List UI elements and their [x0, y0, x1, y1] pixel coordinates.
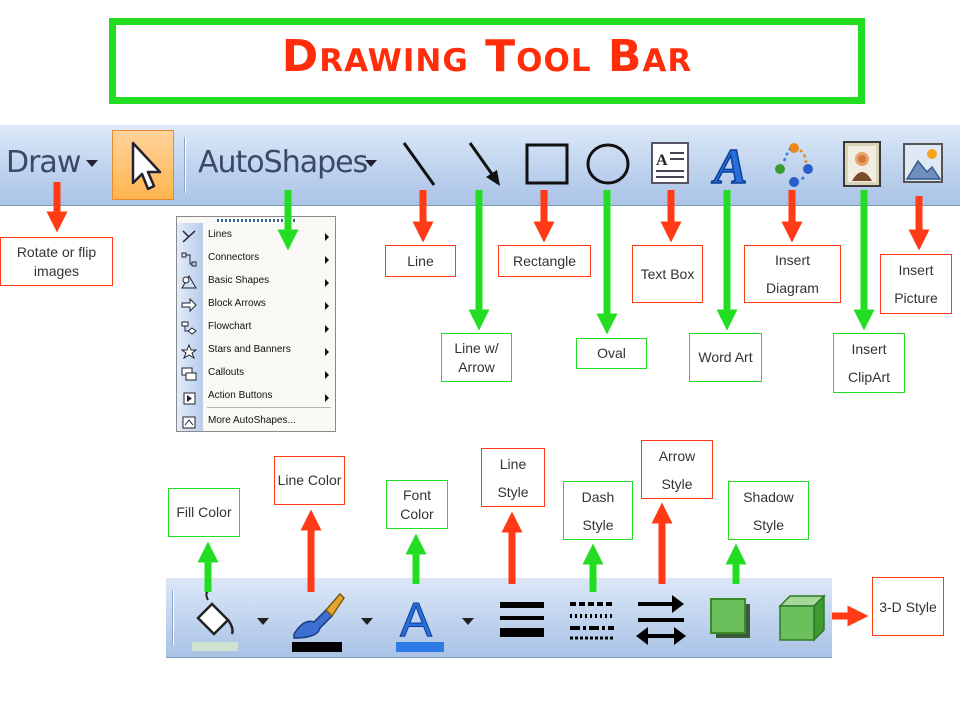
- label-word-art: Word Art: [689, 333, 762, 382]
- rectangle-icon[interactable]: [524, 141, 570, 187]
- draw-menu-button[interactable]: Draw: [6, 145, 81, 180]
- label-line-color: Line Color: [274, 456, 345, 505]
- menu-item-label: Callouts: [208, 367, 245, 378]
- flowchart-icon: [181, 321, 197, 335]
- svg-text:A: A: [711, 138, 747, 191]
- menu-item-connectors[interactable]: Connectors: [177, 248, 335, 271]
- label-line-with-arrow: Line w/ Arrow: [441, 333, 512, 382]
- more-autoshapes-icon: [182, 416, 196, 429]
- menu-item-label: Connectors: [208, 252, 260, 263]
- menu-item-label: Lines: [208, 229, 232, 240]
- dash-style-icon[interactable]: [566, 596, 618, 644]
- menu-item-basic-shapes[interactable]: Basic Shapes: [177, 271, 335, 294]
- action-buttons-icon: [183, 392, 196, 405]
- label-fill-color: Fill Color: [168, 488, 240, 537]
- chevron-down-icon[interactable]: [365, 160, 377, 167]
- label-rotate-flip: Rotate or flip images: [0, 237, 113, 286]
- connectors-icon: [181, 252, 197, 267]
- toolbar-separator: [184, 137, 186, 193]
- menu-divider: [207, 407, 331, 408]
- label-insert-clipart: Insert ClipArt: [833, 333, 905, 393]
- line-color-dropdown[interactable]: [361, 618, 373, 625]
- menu-item-stars-and-banners[interactable]: Stars and Banners: [177, 340, 335, 363]
- submenu-arrow-icon: [325, 371, 329, 379]
- submenu-arrow-icon: [325, 325, 329, 333]
- svg-text:A: A: [400, 594, 432, 647]
- label-shadow-style: Shadow Style: [728, 481, 809, 540]
- chevron-down-icon[interactable]: [86, 160, 98, 167]
- submenu-arrow-icon: [325, 233, 329, 241]
- label-dash-style: Dash Style: [563, 481, 633, 540]
- menu-item-flowchart[interactable]: Flowchart: [177, 317, 335, 340]
- autoshapes-menu: Lines Connectors Basic Shapes Block Arro…: [176, 216, 336, 432]
- svg-text:A: A: [656, 152, 668, 169]
- arrow-style-icon[interactable]: [634, 592, 688, 648]
- menu-item-lines[interactable]: Lines: [177, 225, 335, 248]
- font-color-icon[interactable]: A: [394, 588, 446, 654]
- arrow-icon[interactable]: [464, 139, 506, 189]
- block-arrows-icon: [181, 298, 197, 313]
- picture-icon[interactable]: [900, 139, 946, 189]
- wordart-icon[interactable]: A: [710, 135, 754, 191]
- label-line-style: Line Style: [481, 448, 545, 507]
- select-pointer-icon: [131, 141, 162, 191]
- submenu-arrow-icon: [325, 394, 329, 402]
- page-title: Drawing Tool Bar: [281, 31, 693, 82]
- font-color-dropdown[interactable]: [462, 618, 474, 625]
- menu-item-action-buttons[interactable]: Action Buttons: [177, 386, 335, 409]
- menu-item-label: Flowchart: [208, 321, 252, 332]
- label-insert-picture: Insert Picture: [880, 254, 952, 314]
- label-3d-style: 3-D Style: [872, 577, 944, 636]
- menu-item-more-autoshapes[interactable]: More AutoShapes...: [177, 411, 335, 434]
- lines-icon: [182, 230, 196, 243]
- menu-item-callouts[interactable]: Callouts: [177, 363, 335, 386]
- menu-item-label: Basic Shapes: [208, 275, 270, 286]
- submenu-arrow-icon: [325, 256, 329, 264]
- callouts-icon: [181, 367, 197, 381]
- label-oval: Oval: [576, 338, 647, 369]
- menu-item-label: Stars and Banners: [208, 344, 291, 355]
- submenu-arrow-icon: [325, 348, 329, 356]
- submenu-arrow-icon: [325, 279, 329, 287]
- label-line: Line: [385, 245, 456, 277]
- diagram-icon[interactable]: [770, 139, 818, 189]
- basic-shapes-icon: [181, 275, 197, 289]
- title-box: Drawing Tool Bar: [109, 18, 865, 104]
- oval-icon[interactable]: [584, 141, 632, 187]
- menu-item-label: Block Arrows: [208, 298, 266, 309]
- label-font-color: Font Color: [386, 480, 448, 529]
- line-color-icon[interactable]: [290, 588, 346, 654]
- line-style-icon[interactable]: [496, 596, 548, 644]
- stars-icon: [181, 344, 197, 359]
- fill-color-icon[interactable]: [188, 588, 242, 654]
- text-box-icon[interactable]: A: [648, 139, 692, 189]
- label-insert-diagram: Insert Diagram: [744, 245, 841, 303]
- 3d-style-icon[interactable]: [776, 592, 828, 646]
- label-arrow-style: Arrow Style: [641, 440, 713, 499]
- shadow-style-icon[interactable]: [708, 596, 756, 644]
- menu-item-block-arrows[interactable]: Block Arrows: [177, 294, 335, 317]
- clipart-icon[interactable]: [840, 139, 884, 189]
- fill-color-dropdown[interactable]: [257, 618, 269, 625]
- label-text-box: Text Box: [632, 245, 703, 303]
- formatting-toolbar: A: [166, 578, 832, 658]
- line-icon[interactable]: [398, 139, 440, 189]
- toolbar-separator: [172, 590, 174, 646]
- drawing-toolbar: Draw AutoShapes A A: [0, 124, 960, 206]
- autoshapes-menu-button[interactable]: AutoShapes: [198, 145, 368, 180]
- menu-item-label: More AutoShapes...: [208, 415, 296, 426]
- select-objects-button[interactable]: [112, 130, 174, 200]
- menu-item-label: Action Buttons: [208, 390, 273, 401]
- menu-grip-handle[interactable]: [217, 219, 295, 222]
- submenu-arrow-icon: [325, 302, 329, 310]
- label-rectangle: Rectangle: [498, 245, 591, 277]
